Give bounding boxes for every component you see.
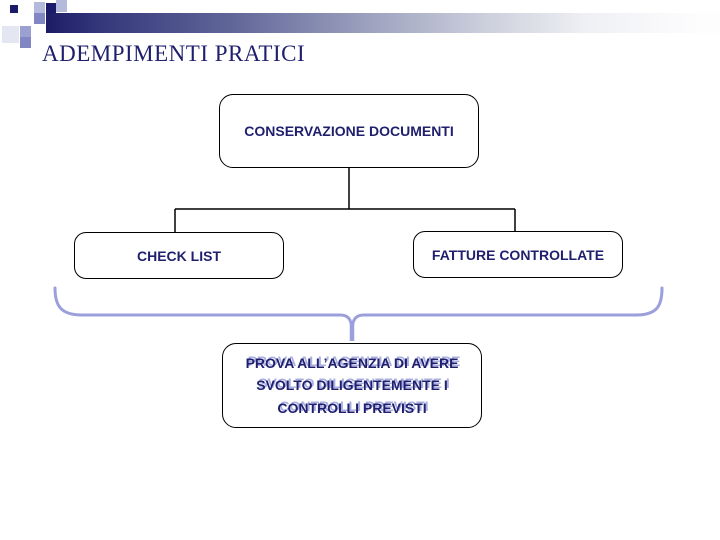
mosaic-square	[56, 0, 67, 12]
mosaic-square	[20, 26, 31, 37]
diagram-box-fatture: FATTURE CONTROLLATE	[413, 231, 623, 278]
diagram-box-label: FATTURE CONTROLLATE	[431, 246, 605, 263]
diagram-box-conservazione: CONSERVAZIONE DOCUMENTI	[219, 94, 479, 168]
page-title: ADEMPIMENTI PRATICI	[42, 41, 306, 66]
result-line-3: CONTROLLI PREVISTI	[277, 399, 427, 416]
title-banner	[46, 13, 720, 33]
diagram-box-prova: PROVA ALL’AGENZIA DI AVERE SVOLTO DILIGE…	[222, 343, 482, 428]
diagram-box-multiline-label: PROVA ALL’AGENZIA DI AVERE SVOLTO DILIGE…	[246, 352, 459, 420]
mosaic-square	[46, 3, 56, 14]
mosaic-square	[20, 37, 31, 48]
brace-shape	[53, 286, 664, 330]
diagram-box-label: CHECK LIST	[137, 247, 221, 264]
result-line-1: PROVA ALL’AGENZIA DI AVERE	[245, 354, 459, 371]
result-line-2: SVOLTO DILIGENTEMENTE I	[256, 377, 448, 394]
mosaic-square	[34, 13, 45, 24]
mosaic-square	[34, 2, 45, 13]
mosaic-square	[10, 5, 18, 13]
diagram-box-label: CONSERVAZIONE DOCUMENTI	[244, 123, 454, 139]
diagram-box-check-list: CHECK LIST	[74, 232, 284, 279]
mosaic-square	[2, 26, 19, 43]
